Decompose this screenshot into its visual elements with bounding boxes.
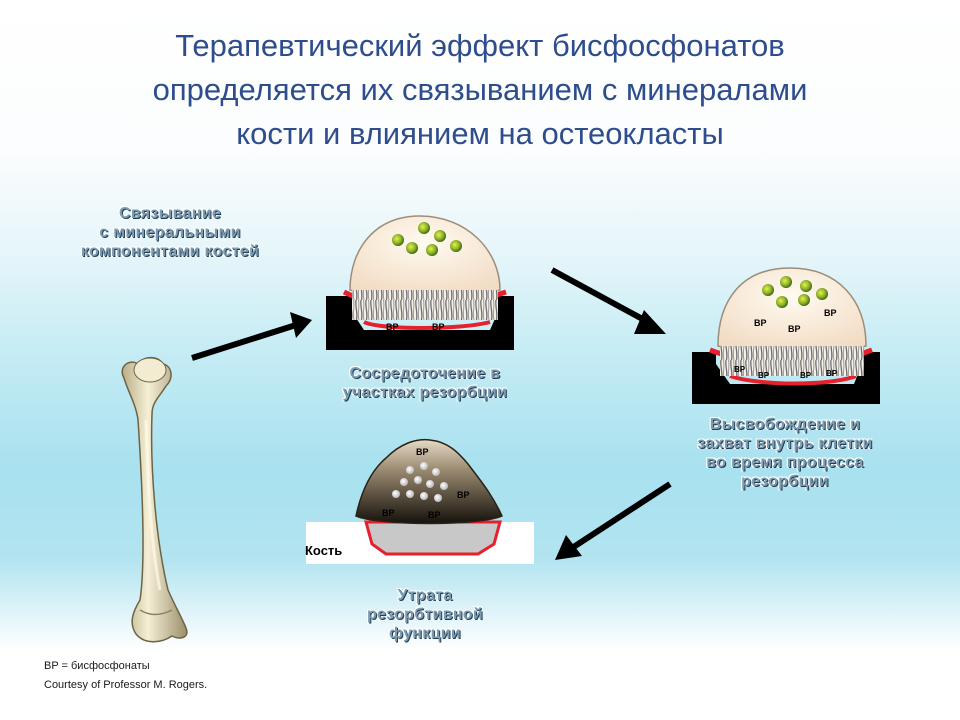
arrow-to-loss — [555, 481, 672, 560]
bp-tag: BP — [754, 318, 767, 328]
label-release: Высвобождение и захват внутрь клетки во … — [655, 415, 915, 491]
osteoclast-concentration: BP BP — [326, 215, 514, 350]
title-line-1: Терапевтический эффект бисфосфонатов — [175, 28, 785, 63]
label-release-line: резорбции — [741, 473, 829, 490]
legend-bp-definition: BP = бисфосфонаты — [44, 660, 150, 672]
bp-tag: BP — [382, 508, 395, 518]
label-release-line: Высвобождение и — [709, 416, 861, 433]
label-loss: Утрата резорбтивной функции — [320, 586, 530, 643]
bp-tag: BP — [800, 371, 812, 380]
label-binding-line: Связывание — [118, 205, 222, 222]
arrow-to-release — [550, 267, 666, 334]
label-binding-line: с минеральными — [99, 224, 241, 241]
title-line-2: определяется их связыванием с минералами — [152, 72, 808, 107]
arrow-to-concentration — [191, 312, 312, 361]
bp-tag: BP — [428, 510, 441, 520]
slide-title: Терапевтический эффект бисфосфонатов опр… — [40, 24, 920, 156]
legend-courtesy: Courtesy of Professor M. Rogers. — [44, 679, 208, 691]
label-loss-line: функции — [389, 625, 461, 642]
title-line-3: кости и влиянием на остеокласты — [236, 116, 724, 151]
bp-tag: BP — [826, 369, 838, 378]
label-concentration: Сосредоточение в участках резорбции — [300, 364, 550, 402]
bp-tag: BP — [416, 447, 429, 457]
osteoclast-inactive: BP BP BP BP — [306, 438, 534, 564]
bp-tag: BP — [386, 322, 399, 332]
label-binding: Связывание с минеральными компонентами к… — [40, 204, 300, 261]
bp-tag: BP — [457, 490, 470, 500]
label-release-line: захват внутрь клетки — [697, 435, 873, 452]
label-binding-line: компонентами костей — [80, 243, 260, 260]
bp-tag: BP — [432, 322, 445, 332]
label-loss-line: резорбтивной — [366, 606, 484, 623]
bp-tag: BP — [758, 371, 770, 380]
legend: BP = бисфосфонаты Courtesy of Professor … — [44, 657, 207, 695]
bp-tag: BP — [788, 324, 801, 334]
label-concentration-line: участках резорбции — [342, 384, 508, 401]
femur-bone — [121, 356, 188, 643]
label-loss-line: Утрата — [397, 587, 453, 604]
bone-label: Кость — [305, 543, 343, 558]
label-release-line: во время процесса — [706, 454, 864, 471]
bp-tag: BP — [824, 308, 837, 318]
label-concentration-line: Сосредоточение в — [349, 365, 501, 382]
osteoclast-release: BP BP BP BP BP BP BP — [692, 267, 880, 404]
bp-tag: BP — [734, 365, 746, 374]
